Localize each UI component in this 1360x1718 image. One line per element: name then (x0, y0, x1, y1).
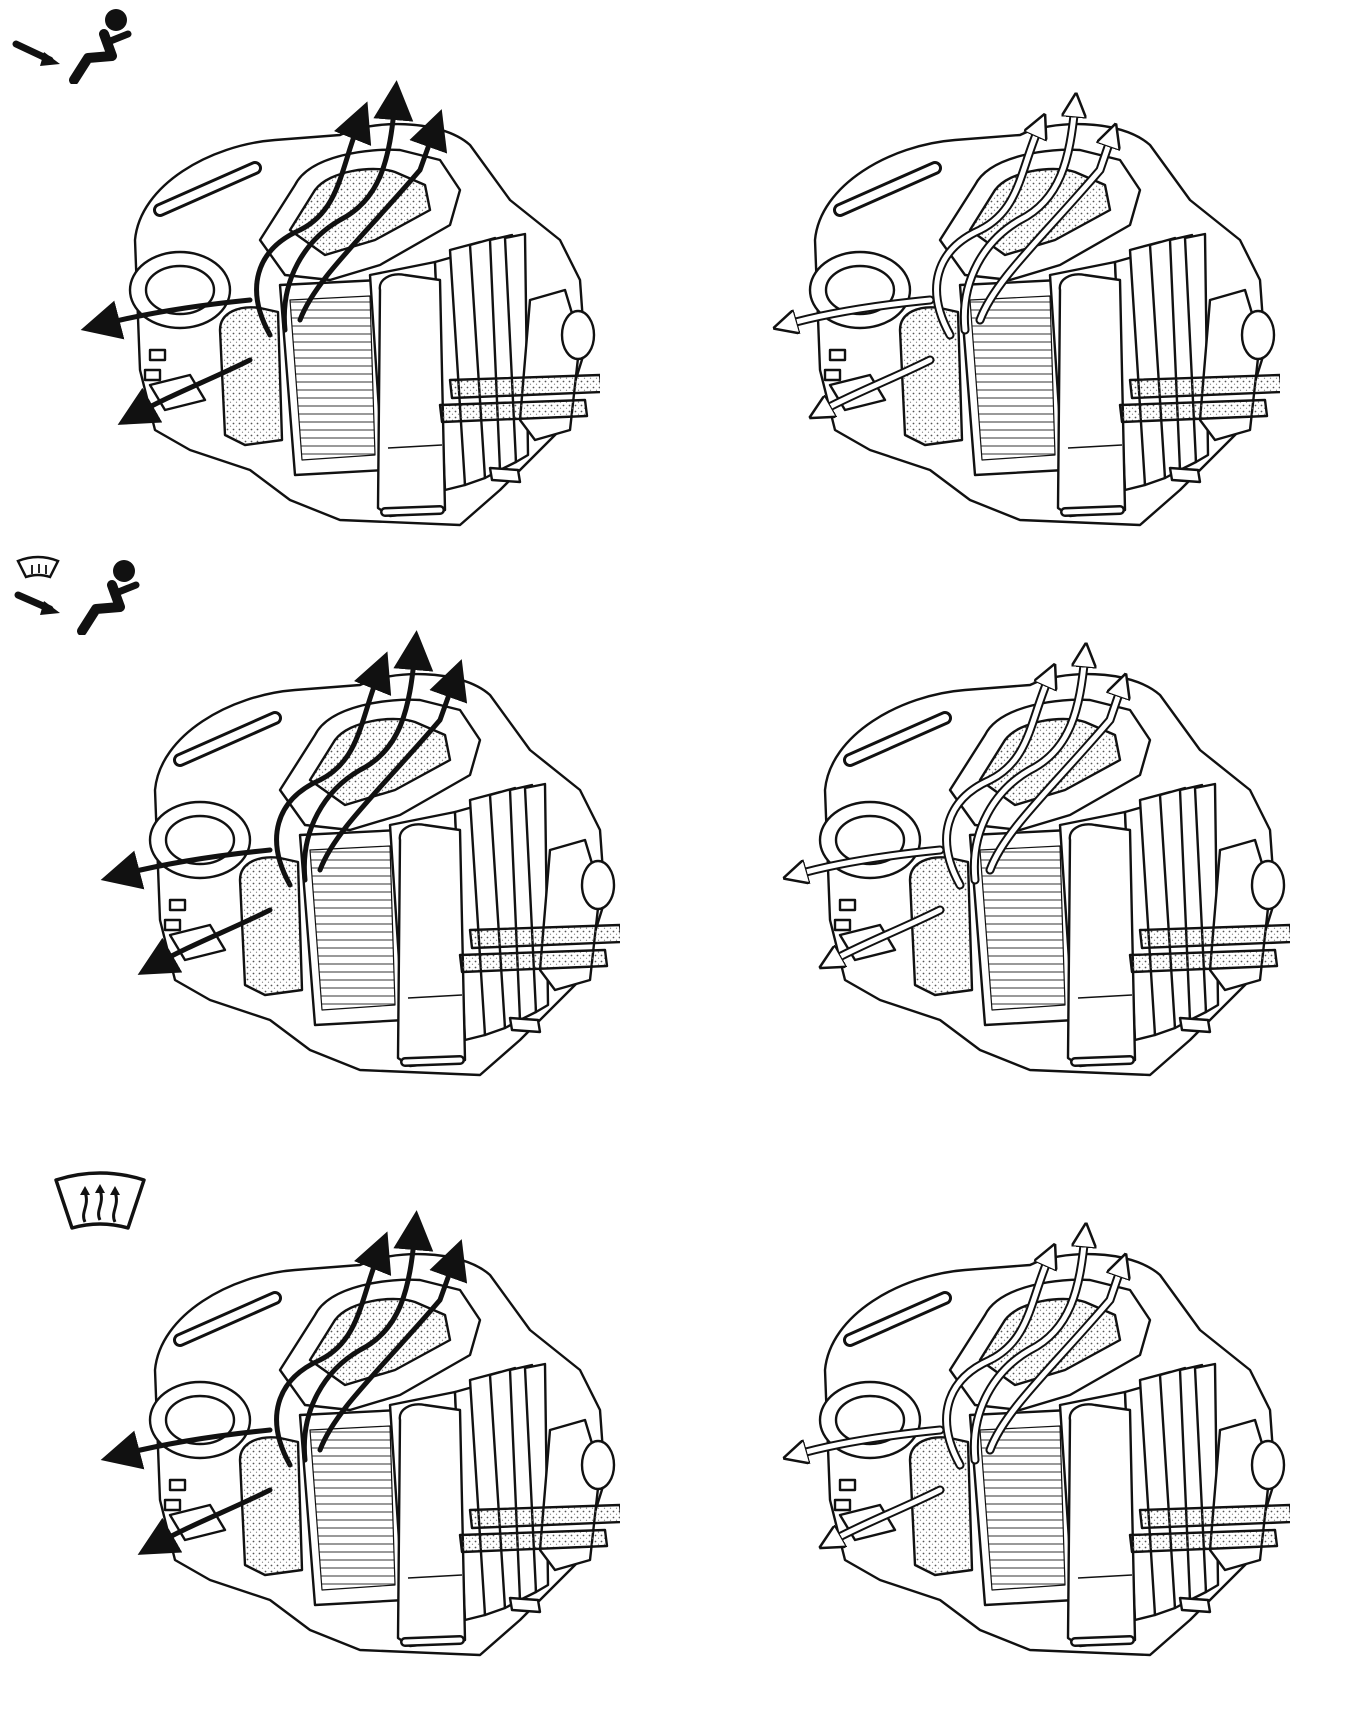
hvac-unit-vent-hollow (720, 50, 1280, 530)
hvac-unit-vent-dark (40, 50, 600, 530)
hvac-unit-defrost-dark (60, 1180, 620, 1660)
windshield-and-seated-person-icon (8, 555, 148, 635)
hvac-unit-bilevel-hollow (730, 600, 1290, 1080)
windshield-defrost-icon (50, 1170, 150, 1240)
arrow-to-seated-person-icon (8, 4, 148, 84)
hvac-unit-defrost-hollow (730, 1180, 1290, 1660)
hvac-unit-bilevel-dark (60, 600, 620, 1080)
